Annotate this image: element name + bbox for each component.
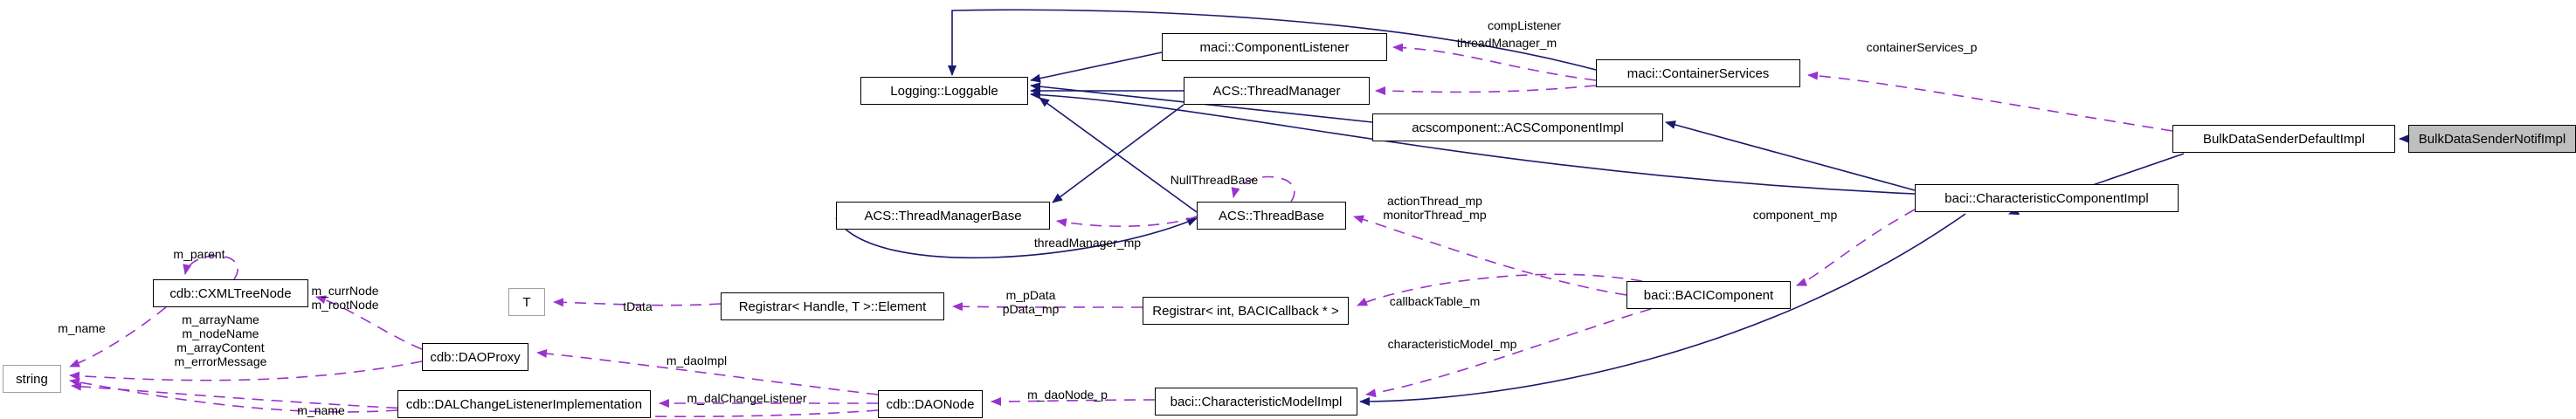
edge-label-component-mp: component_mp: [1752, 208, 1838, 222]
node-label: string: [16, 371, 48, 387]
node-bulkdatasendernotifimpl[interactable]: BulkDataSenderNotifImpl: [2408, 125, 2576, 153]
node-cdb-dalchangelistenerimplementation[interactable]: cdb::DALChangeListenerImplementation: [397, 390, 651, 418]
node-baci-characteristicmodelimpl[interactable]: baci::CharacteristicModelImpl: [1155, 388, 1357, 416]
node-label: BulkDataSenderNotifImpl: [2418, 131, 2566, 147]
node-registrar-handle-t-element[interactable]: Registrar< Handle, T >::Element: [721, 292, 944, 320]
node-acs-thread-manager[interactable]: ACS::ThreadManager: [1184, 77, 1370, 105]
node-acscomponent-acscomponentimpl[interactable]: acscomponent::ACSComponentImpl: [1372, 113, 1663, 141]
node-label: cdb::DAOProxy: [430, 349, 521, 365]
node-cdb-daonode[interactable]: cdb::DAONode: [878, 390, 983, 418]
node-baci-bacicomponent[interactable]: baci::BACIComponent: [1626, 281, 1791, 309]
edge-label-m-parent: m_parent: [173, 247, 225, 261]
node-cdb-cxmltreenode[interactable]: cdb::CXMLTreeNode: [153, 279, 308, 307]
edge-label-m-daoimpl: m_daoImpl: [666, 354, 728, 367]
node-registrar-int-bacicallback[interactable]: Registrar< int, BACICallback * >: [1143, 297, 1349, 325]
edge-label-threadmanager-mp: threadManager_mp: [1033, 236, 1142, 250]
node-acs-thread-manager-base[interactable]: ACS::ThreadManagerBase: [836, 202, 1050, 230]
edge-label-m-fields: m_arrayName m_nodeName m_arrayContent m_…: [174, 313, 267, 369]
edge-label-threadmanager-m: threadManager_m: [1456, 36, 1557, 50]
node-label: cdb::CXMLTreeNode: [169, 285, 292, 301]
node-label: ACS::ThreadBase: [1219, 208, 1324, 223]
edge-label-nullthreadbase: NullThreadBase: [1170, 173, 1259, 187]
node-cdb-daoproxy[interactable]: cdb::DAOProxy: [422, 343, 528, 371]
edge-label-m-curr-root-node: m_currNode m_rootNode: [311, 284, 379, 313]
node-label: cdb::DALChangeListenerImplementation: [405, 396, 643, 412]
node-maci-container-services[interactable]: maci::ContainerServices: [1596, 59, 1800, 87]
node-label: ACS::ThreadManager: [1212, 83, 1341, 99]
edge-label-m-name-bottom: m_name: [297, 403, 345, 417]
node-label: maci::ComponentListener: [1199, 39, 1350, 55]
node-bulkdatasenderdefaultimpl[interactable]: BulkDataSenderDefaultImpl: [2172, 125, 2395, 153]
edge-label-m-pdata: m_pData pData_mp: [1002, 288, 1060, 317]
edge-label-m-name-left: m_name: [58, 321, 106, 335]
node-label: ACS::ThreadManagerBase: [864, 208, 1022, 223]
edge-label-action-monitor-thread-mp: actionThread_mp monitorThread_mp: [1383, 194, 1487, 223]
node-baci-characteristiccomponentimpl[interactable]: baci::CharacteristicComponentImpl: [1915, 184, 2179, 212]
edge-label-characteristicmodel-mp: characteristicModel_mp: [1387, 337, 1517, 351]
node-maci-component-listener[interactable]: maci::ComponentListener: [1162, 33, 1387, 61]
edge-label-containerservices-p: containerServices_p: [1866, 40, 1978, 54]
edge-label-complistener: compListener: [1487, 18, 1562, 32]
edge-label-m-dalchangelistener: m_dalChangeListener: [687, 391, 807, 405]
edge-label-callbacktable-m: callbackTable_m: [1389, 294, 1481, 308]
edge-label-tdata: tData: [623, 299, 653, 313]
node-label: baci::CharacteristicModelImpl: [1170, 394, 1343, 409]
node-label: BulkDataSenderDefaultImpl: [2202, 131, 2365, 147]
node-label: baci::CharacteristicComponentImpl: [1944, 190, 2149, 206]
node-template-parameter-t[interactable]: T: [508, 288, 545, 316]
node-string[interactable]: string: [3, 365, 61, 393]
node-label: cdb::DAONode: [886, 396, 975, 412]
node-logging-loggable[interactable]: Logging::Loggable: [860, 77, 1028, 105]
node-label: maci::ContainerServices: [1626, 65, 1770, 81]
node-acs-thread-base[interactable]: ACS::ThreadBase: [1197, 202, 1346, 230]
node-label: Logging::Loggable: [890, 83, 998, 99]
edge-label-m-daonode-p: m_daoNode_p: [1027, 388, 1108, 402]
node-label: Registrar< Handle, T >::Element: [738, 299, 927, 314]
node-label: Registrar< int, BACICallback * >: [1152, 303, 1339, 319]
node-label: T: [522, 294, 531, 310]
node-label: baci::BACIComponent: [1643, 287, 1774, 303]
node-label: acscomponent::ACSComponentImpl: [1412, 120, 1624, 135]
